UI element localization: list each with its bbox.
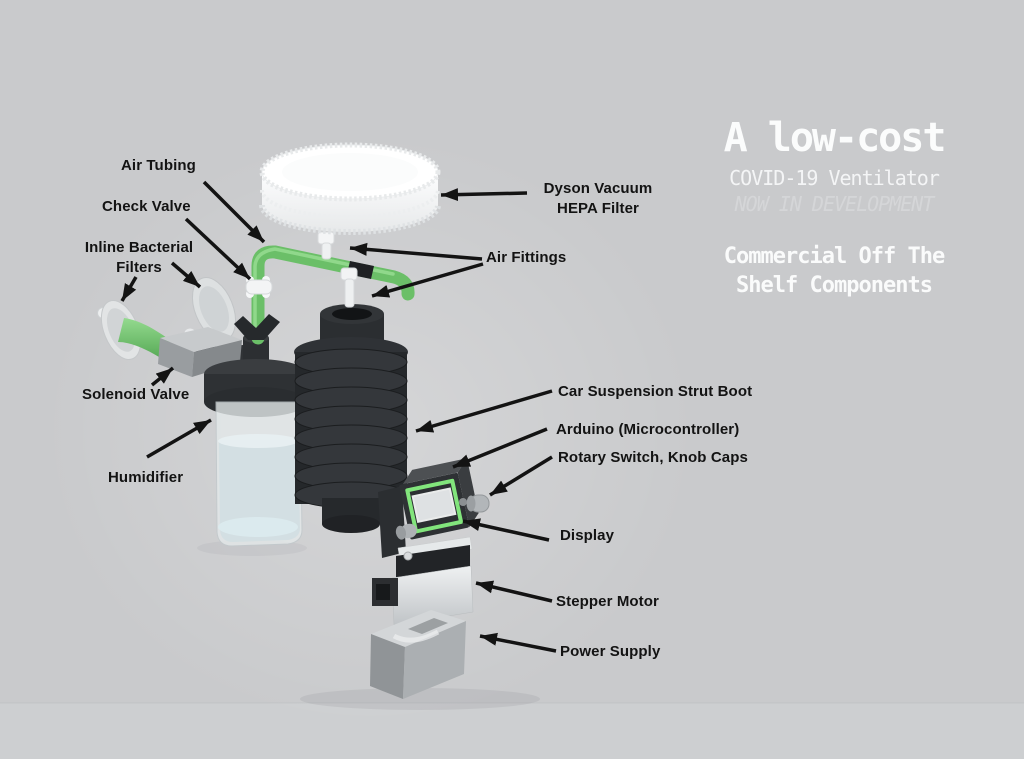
arrow-air-fitting-lower [371, 262, 484, 298]
arrow-humidifier [146, 418, 212, 459]
arrow-power-supply [479, 632, 557, 653]
label-stepper-motor: Stepper Motor [556, 593, 659, 610]
inline-bacterial-filters-part [97, 277, 237, 360]
arrow-rotary-switch [489, 455, 553, 497]
display-screen [411, 487, 457, 524]
arrow-arduino [452, 427, 548, 469]
tagline: Commercial Off The Shelf Components [723, 244, 945, 298]
arrow-filters-right [170, 261, 202, 289]
hepa-filter-part [259, 142, 441, 235]
arrow-strut-boot [415, 389, 553, 433]
title-block: A low-cost COVID-19 Ventilator NOW IN DE… [700, 118, 968, 300]
label-check-valve: Check Valve [102, 198, 191, 215]
arrow-stepper-motor [475, 580, 553, 603]
arrow-air-tubing [202, 180, 266, 244]
wye-fitting [234, 314, 280, 340]
subtitle: COVID-19 Ventilator [729, 166, 940, 190]
ground-shadow [300, 688, 540, 710]
floor-band [0, 702, 1024, 759]
arrow-filters-left [120, 276, 138, 302]
stepper-motor-part [372, 536, 474, 626]
label-solenoid-valve: Solenoid Valve [82, 386, 190, 403]
arrow-check-valve [184, 217, 252, 281]
label-inline-bacterial-filters: Inline Bacterial Filters [84, 239, 194, 276]
case-bracket [378, 486, 406, 558]
label-dyson-hepa-filter: Dyson Vacuum HEPA Filter [543, 180, 653, 217]
rotary-switch-part [459, 494, 490, 513]
floor-line [0, 702, 1024, 704]
label-air-fittings: Air Fittings [486, 249, 567, 266]
label-rotary-switch: Rotary Switch, Knob Caps [558, 449, 748, 466]
annotation-arrows [120, 180, 557, 653]
check-valve-part [245, 279, 273, 295]
arrow-solenoid-valve [150, 366, 175, 387]
arrow-air-fitting-upper [349, 242, 483, 261]
label-arduino: Arduino (Microcontroller) [556, 421, 740, 438]
label-strut-boot: Car Suspension Strut Boot [558, 383, 753, 400]
humidifier-part [204, 333, 315, 547]
status-line: NOW IN DEVELOPMENT [734, 192, 935, 216]
power-supply-part [370, 610, 466, 699]
label-display: Display [560, 527, 615, 544]
air-fittings-part [245, 231, 374, 308]
arduino-display-part [395, 458, 479, 540]
headline: A low-cost [723, 115, 947, 161]
solenoid-valve-part [158, 327, 242, 377]
label-power-supply: Power Supply [560, 643, 661, 660]
label-air-tubing: Air Tubing [121, 157, 196, 174]
label-humidifier: Humidifier [108, 469, 184, 486]
arrow-display [462, 518, 550, 542]
arrow-hepa-filter [440, 188, 528, 202]
